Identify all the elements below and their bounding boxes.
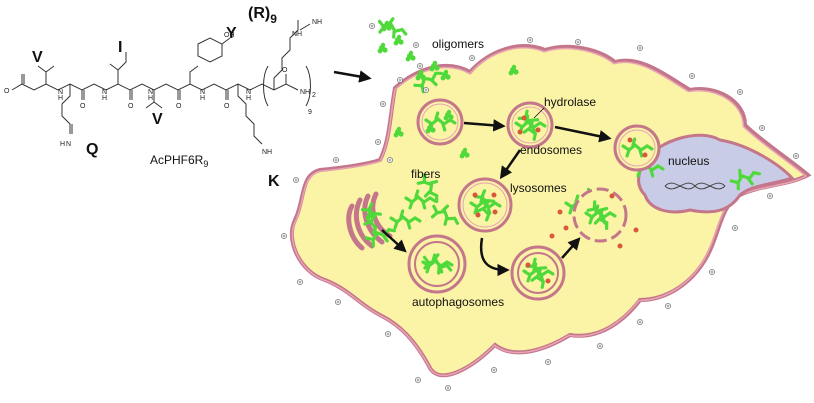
molecule-name: AcPHF6R9 xyxy=(150,153,208,169)
residue-v2: V xyxy=(152,111,163,128)
endosome-near-nucleus xyxy=(613,124,661,172)
svg-text:H: H xyxy=(58,95,63,102)
residue-v1: V xyxy=(32,49,43,66)
svg-text:NH: NH xyxy=(292,31,302,38)
svg-text:OH: OH xyxy=(224,32,235,39)
svg-text:N: N xyxy=(58,89,63,96)
pathway-arrows xyxy=(333,70,612,277)
arrow-auto-rupture xyxy=(561,237,581,259)
residue-y: Y xyxy=(226,25,237,42)
arrow-endo2-lyso xyxy=(499,149,522,180)
svg-text:O: O xyxy=(176,103,182,110)
cell-membrane-inner xyxy=(291,47,808,377)
fibers-label: fibers xyxy=(411,167,440,181)
arrow-endo2-endo3 xyxy=(554,125,612,143)
repeat-subscript: 9 xyxy=(308,109,312,116)
svg-text:H: H xyxy=(246,95,251,102)
svg-text:O: O xyxy=(4,88,10,95)
svg-text:H: H xyxy=(60,141,65,148)
arrow-golgi-auto xyxy=(381,229,407,253)
autophagosome-right xyxy=(510,245,566,301)
oligomers-label: oligomers xyxy=(432,37,484,51)
svg-text:NH: NH xyxy=(312,19,322,26)
svg-text:N: N xyxy=(246,89,251,96)
residue-k: K xyxy=(268,173,280,190)
svg-text:O: O xyxy=(80,103,86,110)
cell: nucleus xyxy=(281,12,812,391)
hydrolase-pointer xyxy=(533,107,545,119)
nucleus-label: nucleus xyxy=(668,154,709,168)
ruptured-lysosome xyxy=(549,187,639,249)
endosome-hydrolase xyxy=(506,101,554,149)
residue-r9: (R)9 xyxy=(248,5,277,26)
svg-text:O: O xyxy=(128,103,134,110)
svg-text:O: O xyxy=(282,67,288,74)
lysosomes-label: lysosomes xyxy=(510,181,567,195)
carbonyl-bonds xyxy=(21,74,287,100)
svg-text:N: N xyxy=(200,89,205,96)
svg-text:H: H xyxy=(102,95,107,102)
lysosome xyxy=(457,177,513,233)
dna-helix xyxy=(664,182,726,190)
svg-text:O: O xyxy=(224,103,230,110)
svg-text:NH: NH xyxy=(300,89,310,96)
nucleus: nucleus xyxy=(632,133,795,214)
peptide-structure: O H N O H N O N H O N H O N H O OH H N N… xyxy=(4,5,322,190)
autophagosome-left xyxy=(407,234,467,294)
svg-text:H: H xyxy=(200,95,205,102)
hydrolase-label: hydrolase xyxy=(544,95,596,109)
endosome-entry xyxy=(416,98,464,146)
arrow-lyso-auto xyxy=(479,237,510,277)
svg-text:N: N xyxy=(148,89,153,96)
arrow-uptake xyxy=(333,70,372,83)
endosomes-label: endosomes xyxy=(520,143,582,157)
svg-text:2: 2 xyxy=(312,92,316,99)
svg-text:N: N xyxy=(102,89,107,96)
residue-i: I xyxy=(118,39,122,56)
backbone xyxy=(11,83,299,91)
residue-q: Q xyxy=(86,141,98,158)
svg-text:N: N xyxy=(66,141,71,148)
svg-text:H: H xyxy=(148,95,153,102)
svg-text:NH: NH xyxy=(262,149,272,156)
arrow-endo1-endo2 xyxy=(463,119,506,132)
tyrosine-ring xyxy=(197,37,223,63)
autophagosomes-label: autophagosomes xyxy=(412,295,504,309)
